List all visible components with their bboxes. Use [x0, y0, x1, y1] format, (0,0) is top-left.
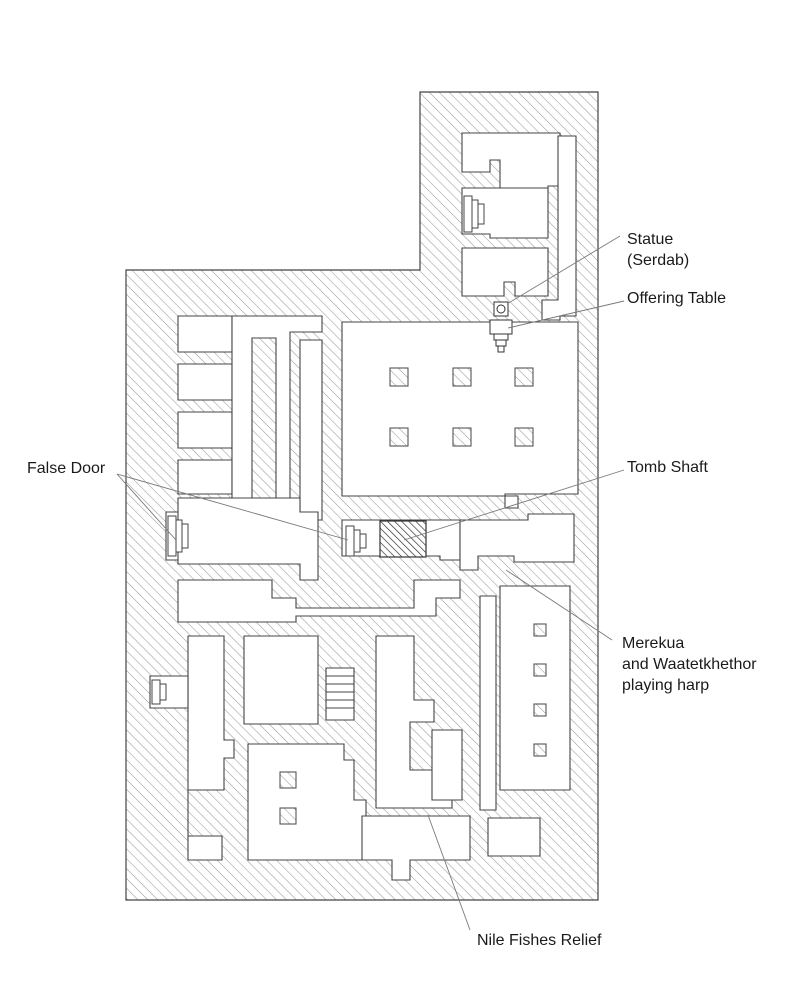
label-statue: Statue (Serdab): [627, 229, 689, 271]
false-door-north-detail: [463, 195, 485, 233]
label-tomb-shaft: Tomb Shaft: [627, 459, 708, 476]
label-false-door: False Door: [27, 460, 106, 477]
room-north-3: [461, 247, 549, 297]
magazine-4: [177, 459, 233, 495]
statue-and-offering-table: [489, 301, 513, 353]
false-door-central-detail: [345, 525, 367, 557]
leader-lines: [116, 235, 625, 931]
room-north-2: [461, 187, 549, 239]
south-east-room: [487, 817, 541, 857]
stairs: [326, 675, 354, 709]
magazine-2: [177, 363, 233, 401]
label-merekua: Merekua and Waatetkhethor playing harp: [622, 633, 757, 696]
south-inner-room: [431, 729, 463, 801]
label-nile-fishes: Nile Fishes Relief: [477, 932, 602, 949]
chamber-southwest-a: [243, 635, 319, 725]
label-merekua-line3: playing harp: [622, 677, 710, 694]
label-merekua-line2: and Waatetkhethor: [622, 656, 757, 673]
false-door-southwest-detail: [151, 679, 167, 705]
south-gallery: [375, 635, 453, 809]
north-corridor: [541, 135, 577, 321]
middle-hall: [177, 579, 461, 623]
east-passage: [479, 595, 497, 811]
label-statue-line2: (Serdab): [627, 252, 690, 269]
tomb-shaft: [379, 520, 427, 558]
southwest-corridor: [187, 635, 235, 861]
long-east-room: [499, 585, 571, 791]
east-corridor: [459, 513, 575, 571]
magazine-1: [177, 315, 233, 353]
central-corridor: [177, 497, 319, 581]
pillared-hall: [341, 321, 579, 509]
central-north-corridor: [299, 339, 323, 521]
pillars: [279, 367, 547, 825]
chamber-south-pillared: [247, 743, 367, 861]
stairs-area: [325, 667, 355, 721]
magazine-3: [177, 411, 233, 449]
label-merekua-line1: Merekua: [622, 635, 685, 652]
label-offering-table: Offering Table: [627, 290, 727, 307]
south-passage: [361, 815, 471, 881]
label-statue-line1: Statue: [627, 231, 674, 248]
